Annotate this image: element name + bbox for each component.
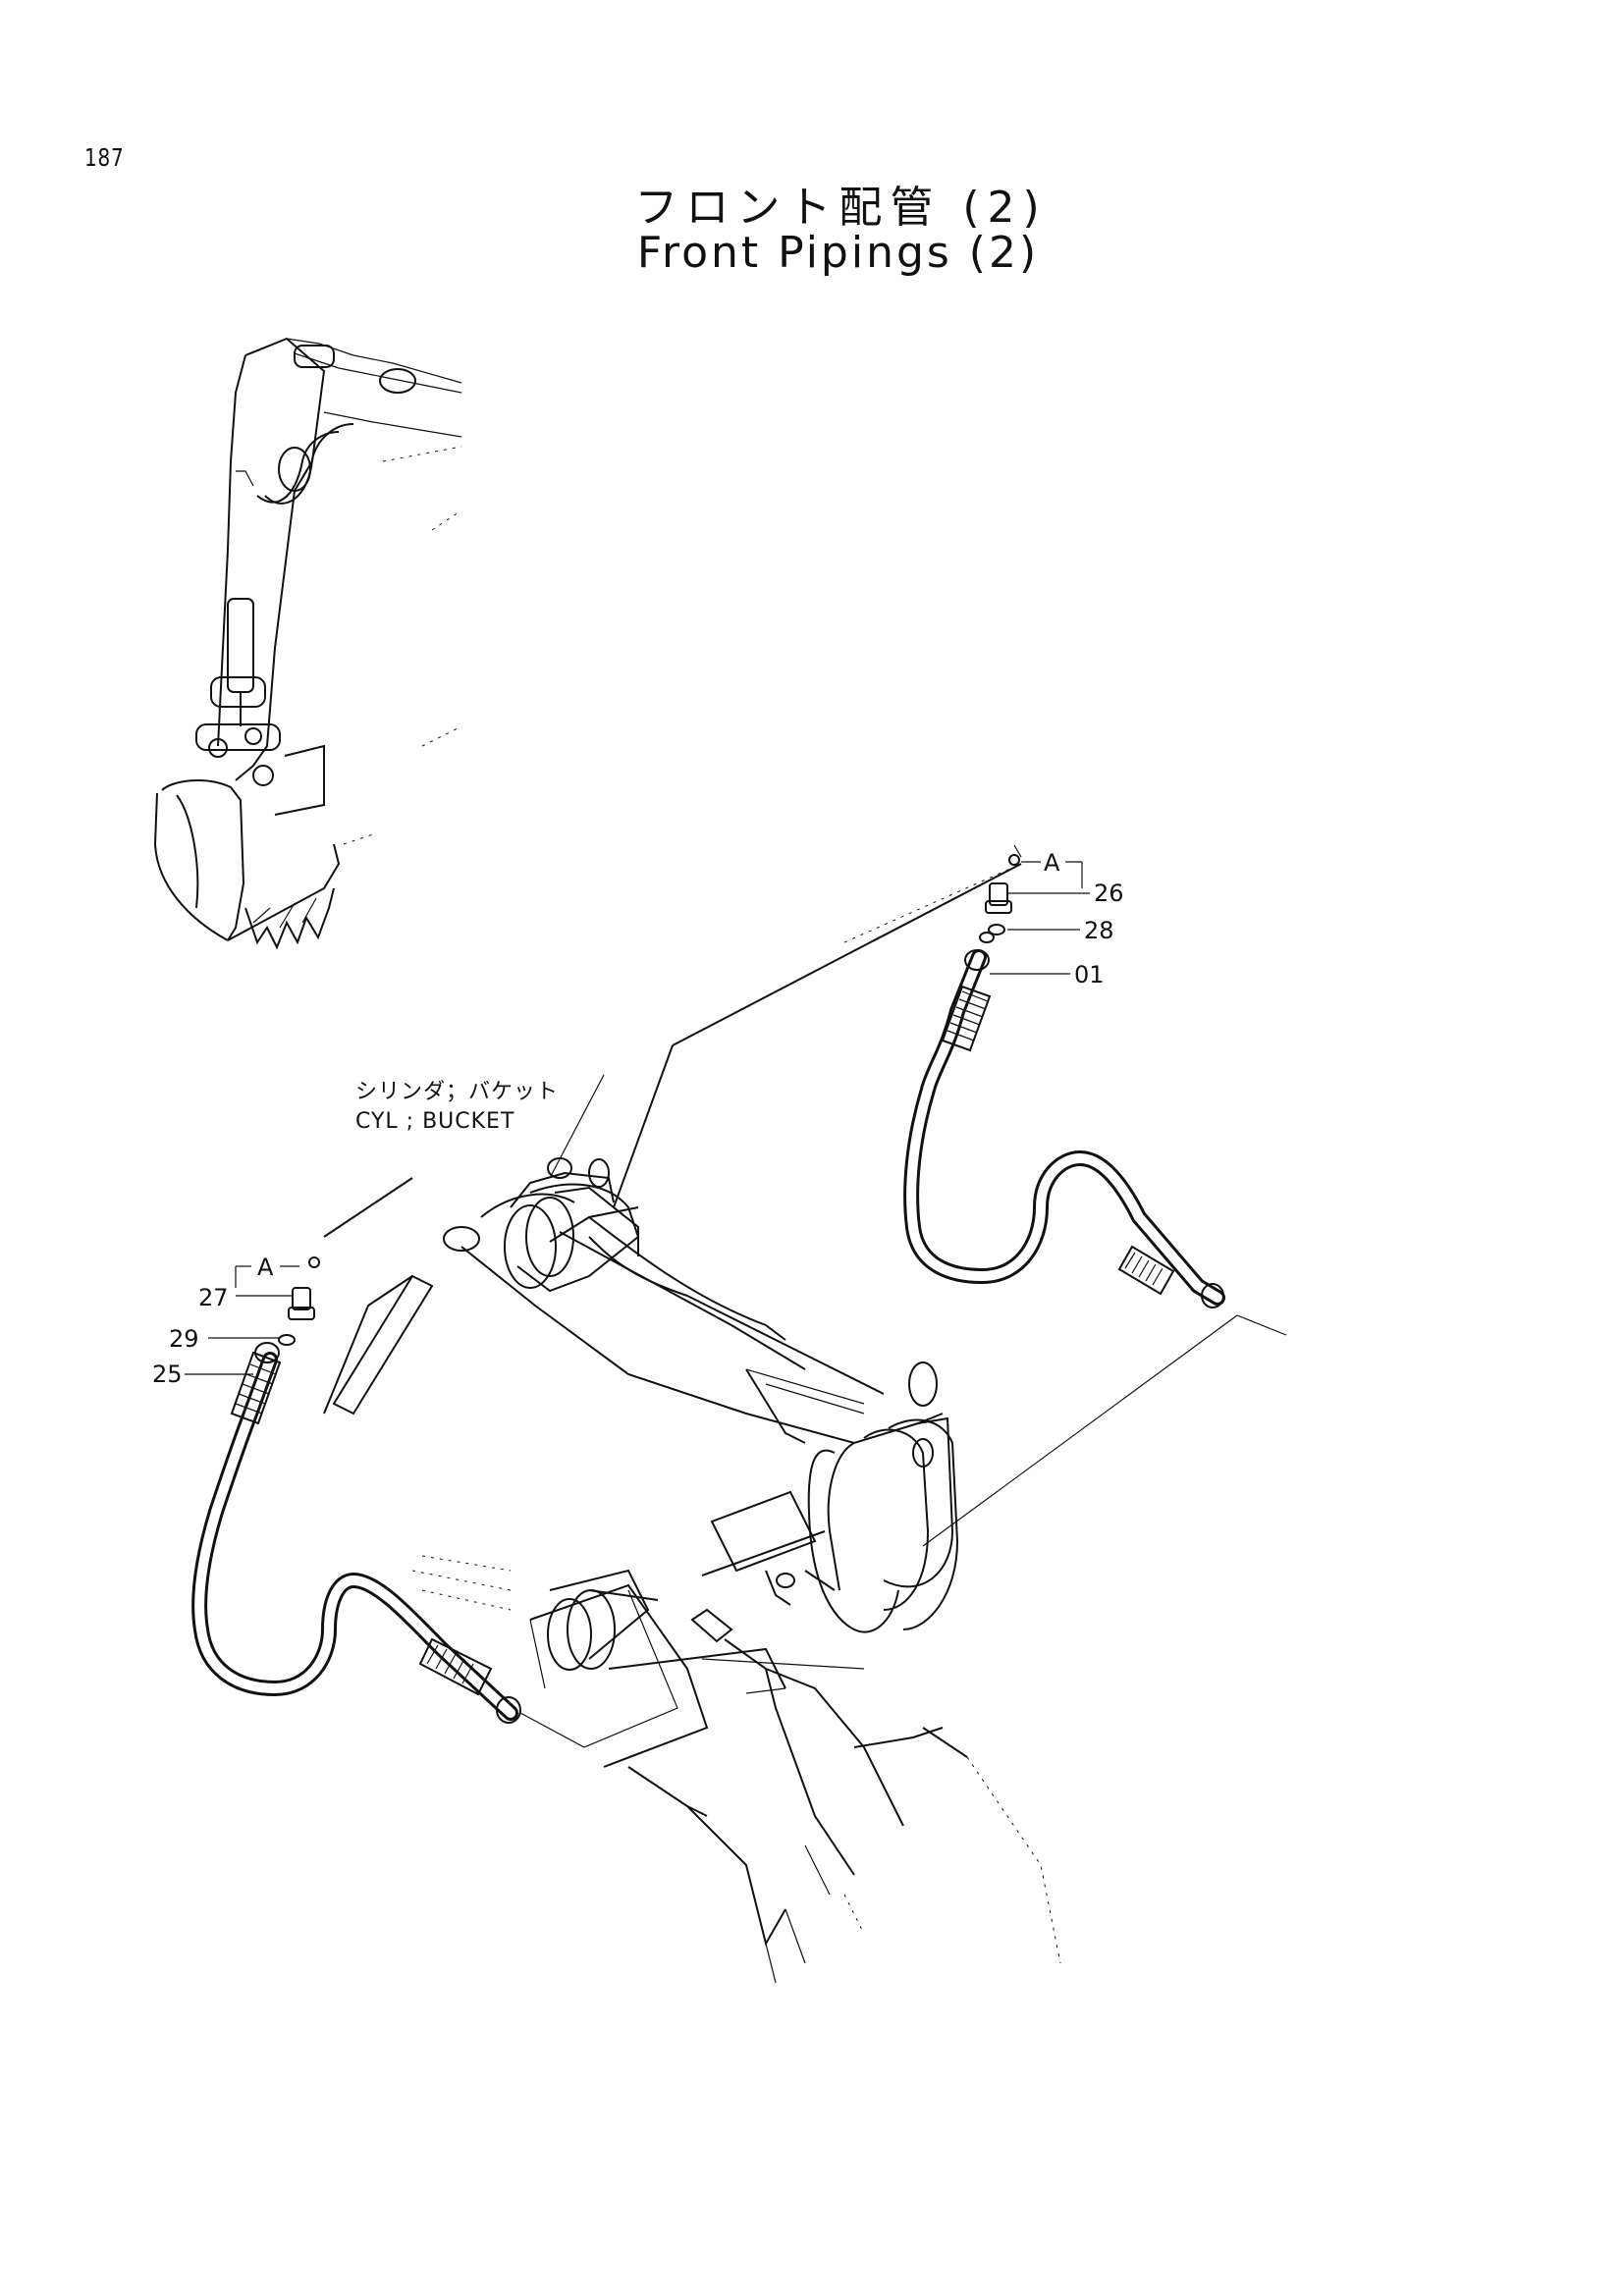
callout-29: 29 bbox=[169, 1325, 199, 1353]
caption-jp: シリンダ；バケット bbox=[355, 1080, 559, 1104]
bucket-cylinder-piping bbox=[191, 854, 1287, 1984]
view-mark-left: A bbox=[257, 1254, 274, 1281]
callout-26: 26 bbox=[1094, 880, 1124, 907]
hose-25-bottom-ferrule bbox=[418, 1637, 521, 1724]
callout-group-right bbox=[990, 844, 1090, 975]
page-title-en: Front Pipings (2) bbox=[636, 228, 1040, 278]
view-mark-right: A bbox=[1044, 849, 1060, 877]
callout-01: 01 bbox=[1074, 961, 1105, 988]
hose-25-top-ferrule bbox=[230, 1342, 282, 1425]
page-title-jp: フロント配管 (2) bbox=[634, 183, 1048, 233]
hose-01-top-ferrule bbox=[941, 932, 995, 1052]
callout-27: 27 bbox=[198, 1284, 229, 1311]
caption-en: CYL ; BUCKET bbox=[355, 1109, 514, 1134]
page-number: 187 bbox=[84, 143, 125, 172]
callout-group-left bbox=[185, 1265, 299, 1375]
callout-28: 28 bbox=[1084, 917, 1114, 944]
hose-01-bottom-ferrule bbox=[1117, 1245, 1224, 1308]
excavator-arm-overview bbox=[153, 337, 462, 950]
callout-25: 25 bbox=[152, 1361, 183, 1388]
